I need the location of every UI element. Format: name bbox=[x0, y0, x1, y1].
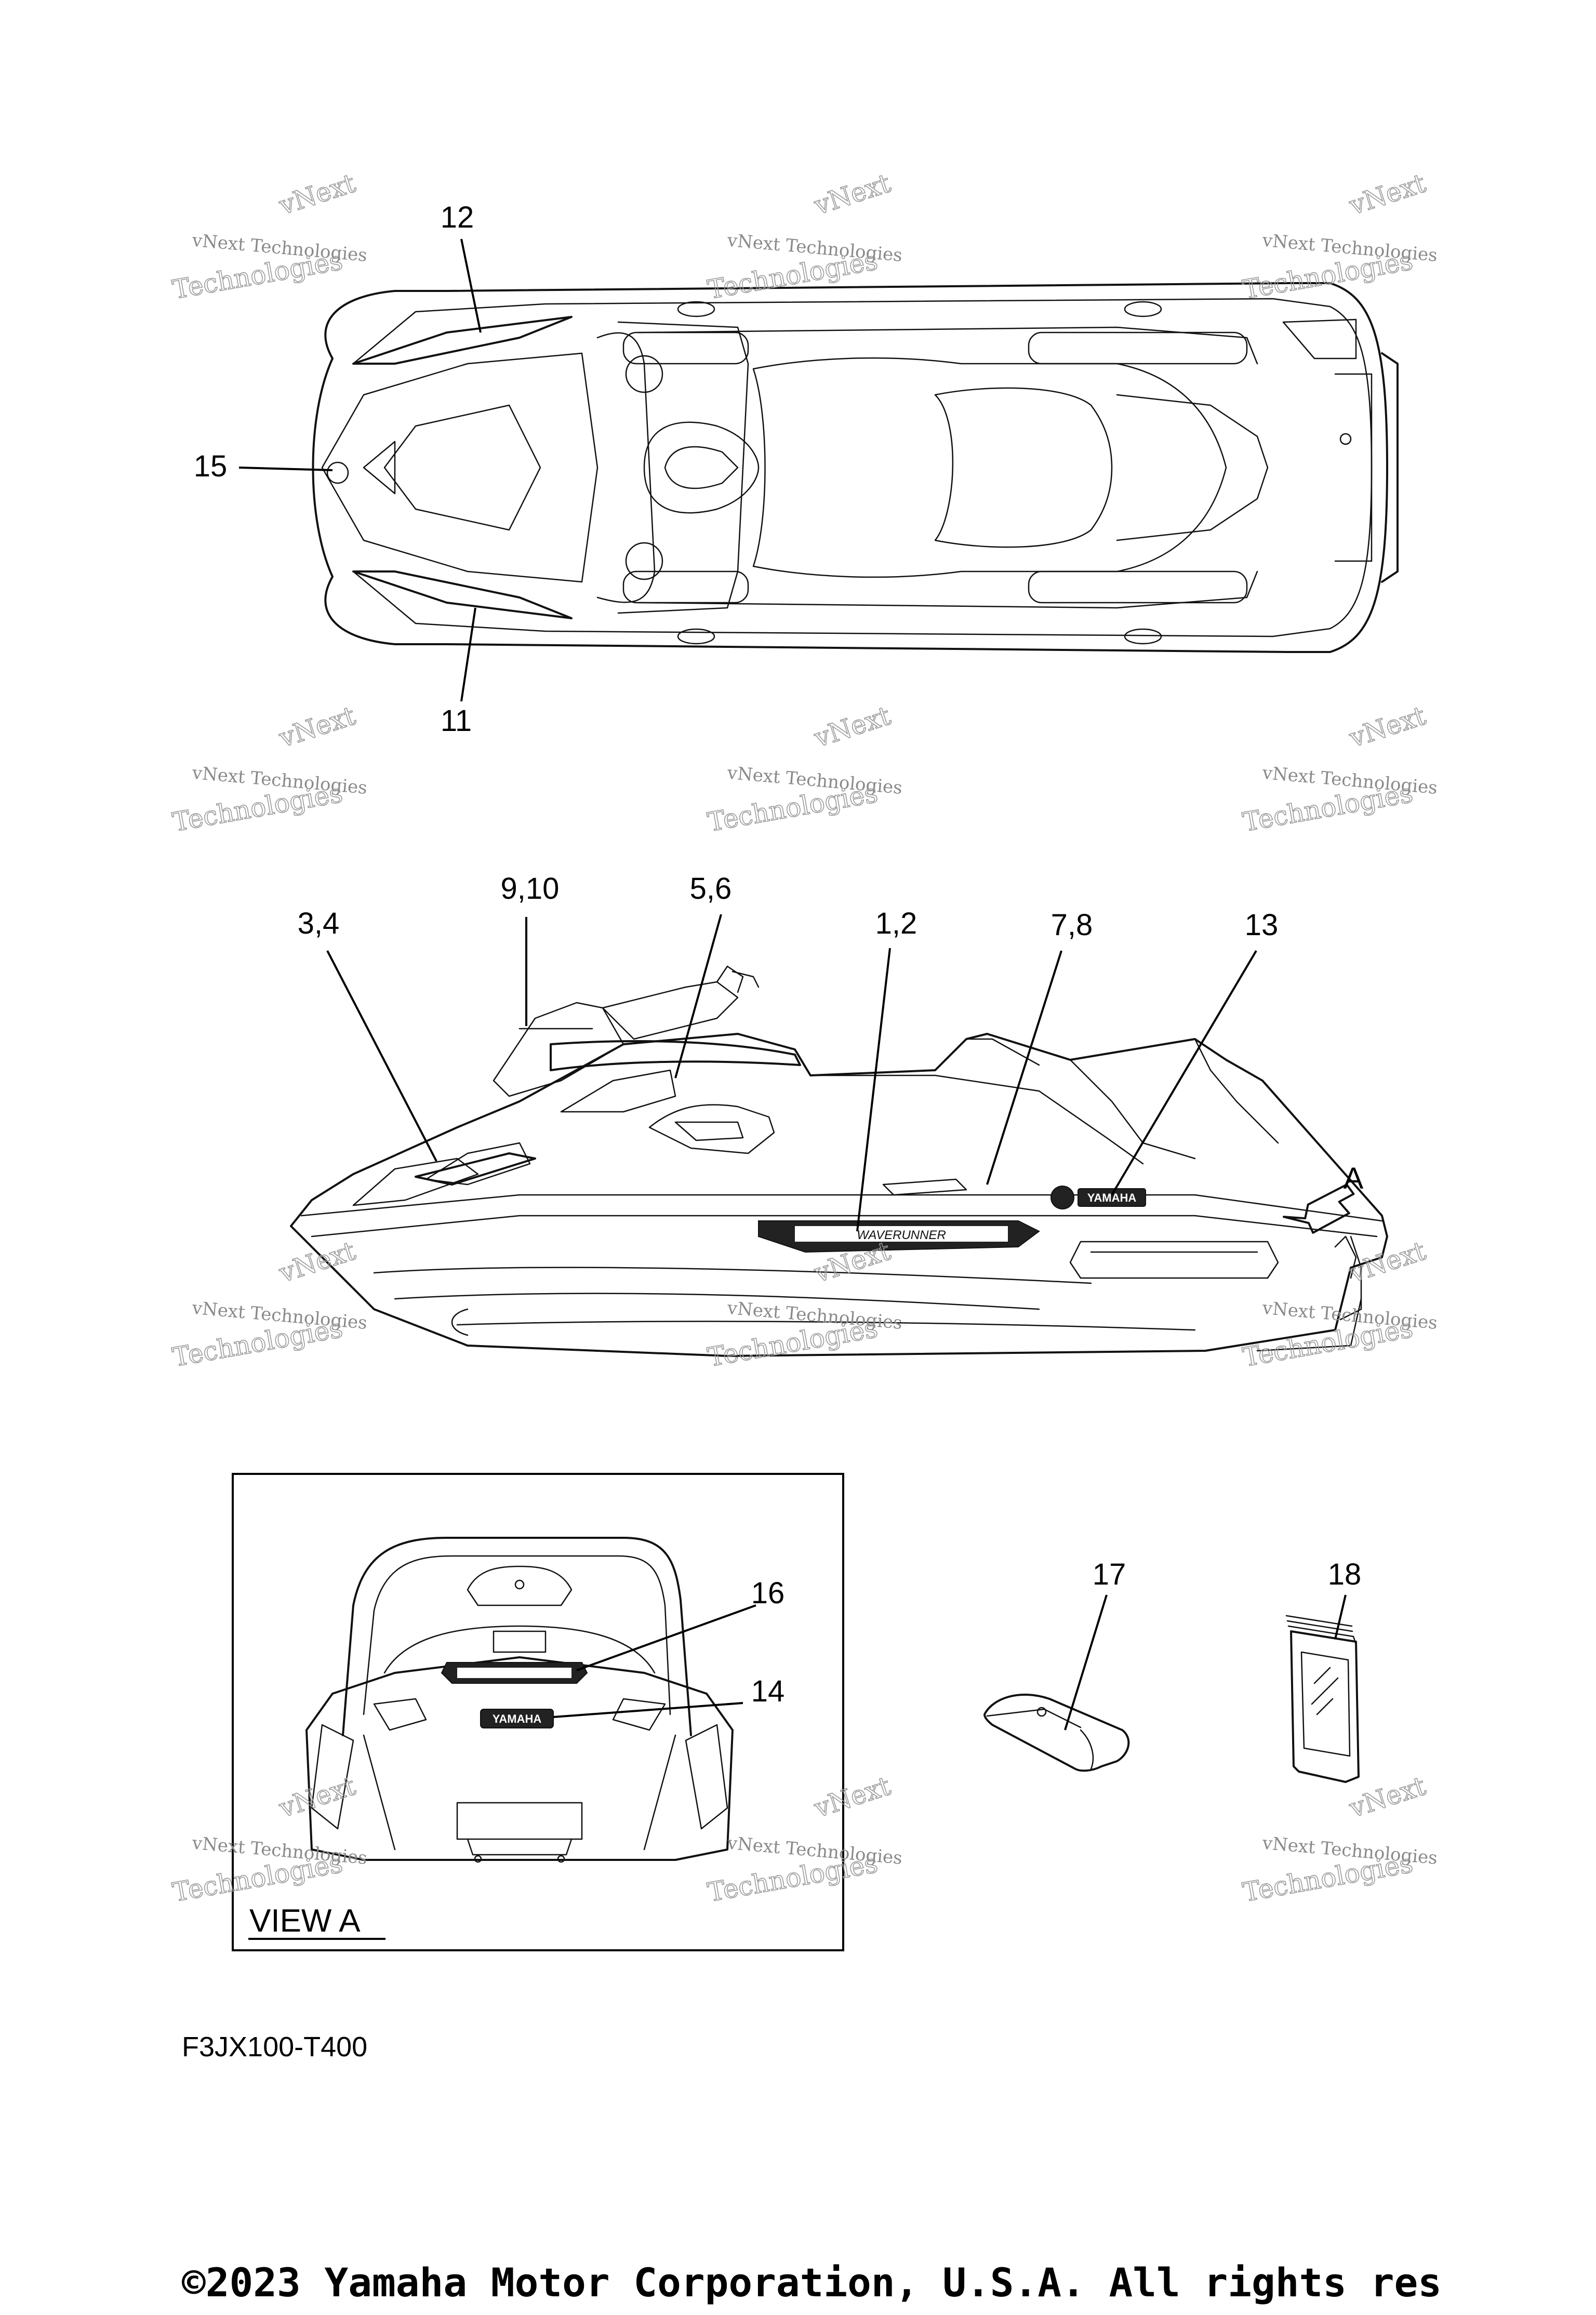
watermark: vNext vNext Technologies Technologies bbox=[705, 1771, 903, 1908]
watermark: vNext vNext Technologies Technologies bbox=[1240, 700, 1438, 838]
callout-12: 12 bbox=[441, 201, 474, 234]
svg-text:vNext: vNext bbox=[810, 1771, 894, 1824]
watermark: vNext vNext Technologies Technologies bbox=[170, 1235, 368, 1373]
svg-text:vNext: vNext bbox=[1346, 1771, 1429, 1824]
svg-text:vNext: vNext bbox=[275, 1771, 359, 1824]
watermark: vNext vNext Technologies Technologies bbox=[1240, 168, 1438, 305]
svg-text:vNext: vNext bbox=[275, 700, 359, 753]
callout-9-10: 9,10 bbox=[501, 872, 560, 906]
top-view-watercraft bbox=[312, 282, 1399, 653]
callout-14: 14 bbox=[751, 1674, 785, 1708]
callout-16: 16 bbox=[751, 1576, 785, 1610]
svg-text:vNext: vNext bbox=[1346, 700, 1429, 753]
callout-1-2: 1,2 bbox=[875, 907, 917, 940]
side-view-watercraft: WAVERUNNER YAMAHA bbox=[290, 965, 1388, 1357]
watermark: vNext vNext Technologies Technologies bbox=[1240, 1771, 1438, 1908]
svg-text:vNext: vNext bbox=[275, 168, 359, 221]
watermark: vNext vNext Technologies Technologies bbox=[170, 168, 368, 305]
callout-15: 15 bbox=[194, 449, 228, 483]
callout-5-6: 5,6 bbox=[690, 872, 732, 906]
watermark: vNext vNext Technologies Technologies bbox=[170, 1771, 368, 1908]
callout-view-a-arrow: A bbox=[1344, 1162, 1364, 1195]
callout-7-8: 7,8 bbox=[1051, 908, 1093, 942]
callout-11: 11 bbox=[441, 704, 472, 738]
part-18-document-bag bbox=[1285, 1615, 1360, 1783]
view-a-label: VIEW A bbox=[249, 1903, 361, 1939]
watermark: vNext vNext Technologies Technologies bbox=[1240, 1235, 1438, 1373]
view-a-frame bbox=[232, 1473, 844, 1951]
callout-13: 13 bbox=[1245, 908, 1279, 942]
rear-view-watercraft: YAMAHA bbox=[305, 1537, 734, 1863]
part-17-pouch bbox=[983, 1694, 1130, 1772]
svg-text:vNext: vNext bbox=[1346, 168, 1429, 221]
drawing-code: F3JX100-T400 bbox=[182, 2031, 367, 2063]
watermark: vNext vNext Technologies Technologies bbox=[170, 700, 368, 838]
copyright-notice: ©2023 Yamaha Motor Corporation, U.S.A. A… bbox=[182, 2259, 1442, 2306]
watermark: vNext vNext Technologies Technologies bbox=[705, 168, 903, 305]
watermark: vNext vNext Technologies Technologies bbox=[705, 1235, 903, 1373]
callout-3-4: 3,4 bbox=[298, 907, 340, 940]
yamaha-rear-decal-text: YAMAHA bbox=[493, 1712, 542, 1725]
svg-text:vNext: vNext bbox=[810, 700, 894, 753]
callout-17: 17 bbox=[1093, 1558, 1126, 1591]
leader-lines bbox=[238, 238, 1355, 1731]
svg-text:vNext: vNext bbox=[1346, 1235, 1429, 1288]
watermarks: vNext vNext Technologies Technologies vN… bbox=[170, 168, 1438, 1908]
callout-18: 18 bbox=[1328, 1558, 1362, 1591]
svg-text:vNext: vNext bbox=[810, 168, 894, 221]
waverunner-decal-text: WAVERUNNER bbox=[857, 1228, 946, 1242]
watermark: vNext vNext Technologies Technologies bbox=[705, 700, 903, 838]
